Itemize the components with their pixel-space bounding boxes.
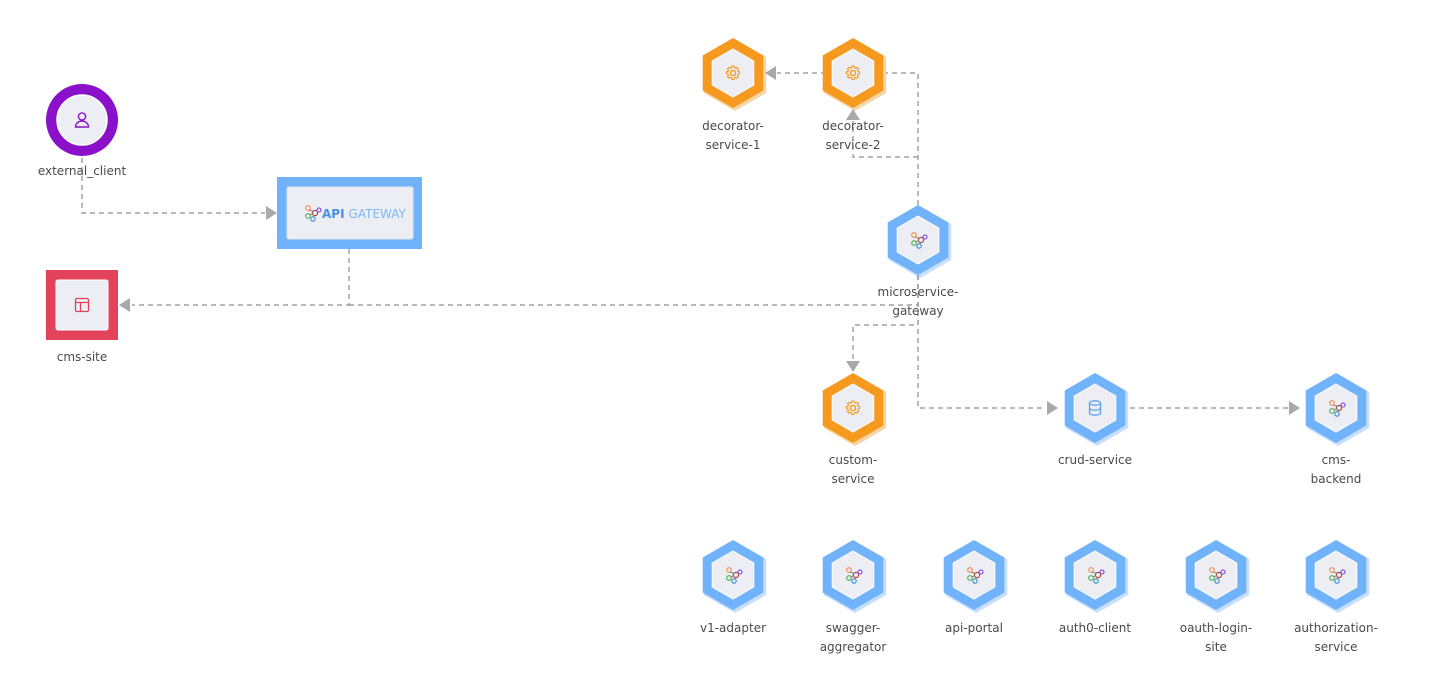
node-cms-site[interactable]: cms-site	[46, 270, 118, 364]
gateway-brand: API	[322, 207, 345, 221]
edge-crud-service-to-cms-backend	[1130, 401, 1300, 415]
arrowhead	[1047, 401, 1058, 415]
edge-line	[81, 158, 265, 214]
edge-line	[132, 249, 350, 306]
node-label: service-2	[826, 138, 881, 152]
edge-line	[852, 275, 919, 360]
hex-inner	[711, 48, 755, 98]
node-external-client[interactable]: external_client	[38, 84, 127, 178]
node-label: decorator-	[702, 119, 764, 133]
gateway-text: GATEWAY	[349, 207, 407, 221]
node-label: microservice-	[878, 285, 959, 299]
edge-external-client-to-api-gateway	[81, 158, 277, 220]
node-api-portal[interactable]: api-portal	[943, 540, 1008, 635]
edge-microservice-gateway-to-cms-site	[349, 275, 919, 306]
edge-microservice-gateway-to-crud-service	[917, 275, 1058, 415]
nodes-layer: API GATEWAY external_client cms-site decorat…	[38, 38, 1378, 654]
gateway-label: API GATEWAY	[322, 207, 407, 221]
node-oauth-login-site[interactable]: oauth-login-site	[1180, 540, 1253, 654]
gateway-inner	[286, 186, 414, 240]
edge-line	[917, 275, 1046, 409]
edge-line	[349, 275, 919, 306]
arrowhead	[765, 66, 776, 80]
edge-microservice-gateway-to-custom-service	[846, 275, 919, 372]
node-swagger-aggregator[interactable]: swagger-aggregator	[820, 540, 887, 654]
node-crud-service[interactable]: crud-service	[1058, 373, 1132, 467]
node-label: gateway	[892, 304, 943, 318]
arrowhead	[846, 361, 860, 372]
edge-line	[852, 72, 919, 205]
node-label: service	[832, 472, 875, 486]
node-label: cms-site	[57, 350, 108, 364]
site-inner	[55, 279, 109, 331]
edges-layer	[81, 66, 1300, 415]
node-label: v1-adapter	[700, 621, 766, 635]
api-gateway-node[interactable]: API GATEWAY	[277, 177, 422, 249]
arrowhead	[1289, 401, 1300, 415]
node-label: site	[1205, 640, 1227, 654]
node-label: aggregator	[820, 640, 887, 654]
node-microservice-gateway[interactable]: microservice-gateway	[878, 205, 959, 318]
node-cms-backend[interactable]: cms-backend	[1305, 373, 1370, 486]
node-label: cms-	[1322, 453, 1351, 467]
node-custom-service[interactable]: custom-service	[822, 373, 887, 486]
node-label: swagger-	[826, 621, 881, 635]
node-label: crud-service	[1058, 453, 1132, 467]
hex-inner	[831, 383, 875, 433]
node-decorator-service-2[interactable]: decorator-service-2	[822, 38, 887, 152]
edge-microservice-gateway-to-decorator-service-2	[846, 72, 919, 205]
node-label: service-1	[706, 138, 761, 152]
edge-api-gateway-to-cms-site	[119, 249, 350, 312]
node-label: auth0-client	[1059, 621, 1131, 635]
node-label: backend	[1311, 472, 1362, 486]
hex-inner	[831, 48, 875, 98]
node-v1-adapter[interactable]: v1-adapter	[700, 540, 767, 635]
node-label: decorator-	[822, 119, 884, 133]
arrowhead	[846, 109, 860, 120]
node-decorator-service-1[interactable]: decorator-service-1	[702, 38, 767, 152]
arrowhead	[119, 298, 130, 312]
node-label: external_client	[38, 164, 127, 178]
arrowhead	[266, 206, 277, 220]
node-label: service	[1315, 640, 1358, 654]
node-authorization-service[interactable]: authorization-service	[1294, 540, 1378, 654]
node-label: oauth-login-	[1180, 621, 1253, 635]
node-auth0-client[interactable]: auth0-client	[1059, 540, 1131, 635]
node-label: custom-	[829, 453, 878, 467]
node-label: api-portal	[945, 621, 1003, 635]
hex-inner	[1073, 383, 1117, 433]
node-label: authorization-	[1294, 621, 1378, 635]
